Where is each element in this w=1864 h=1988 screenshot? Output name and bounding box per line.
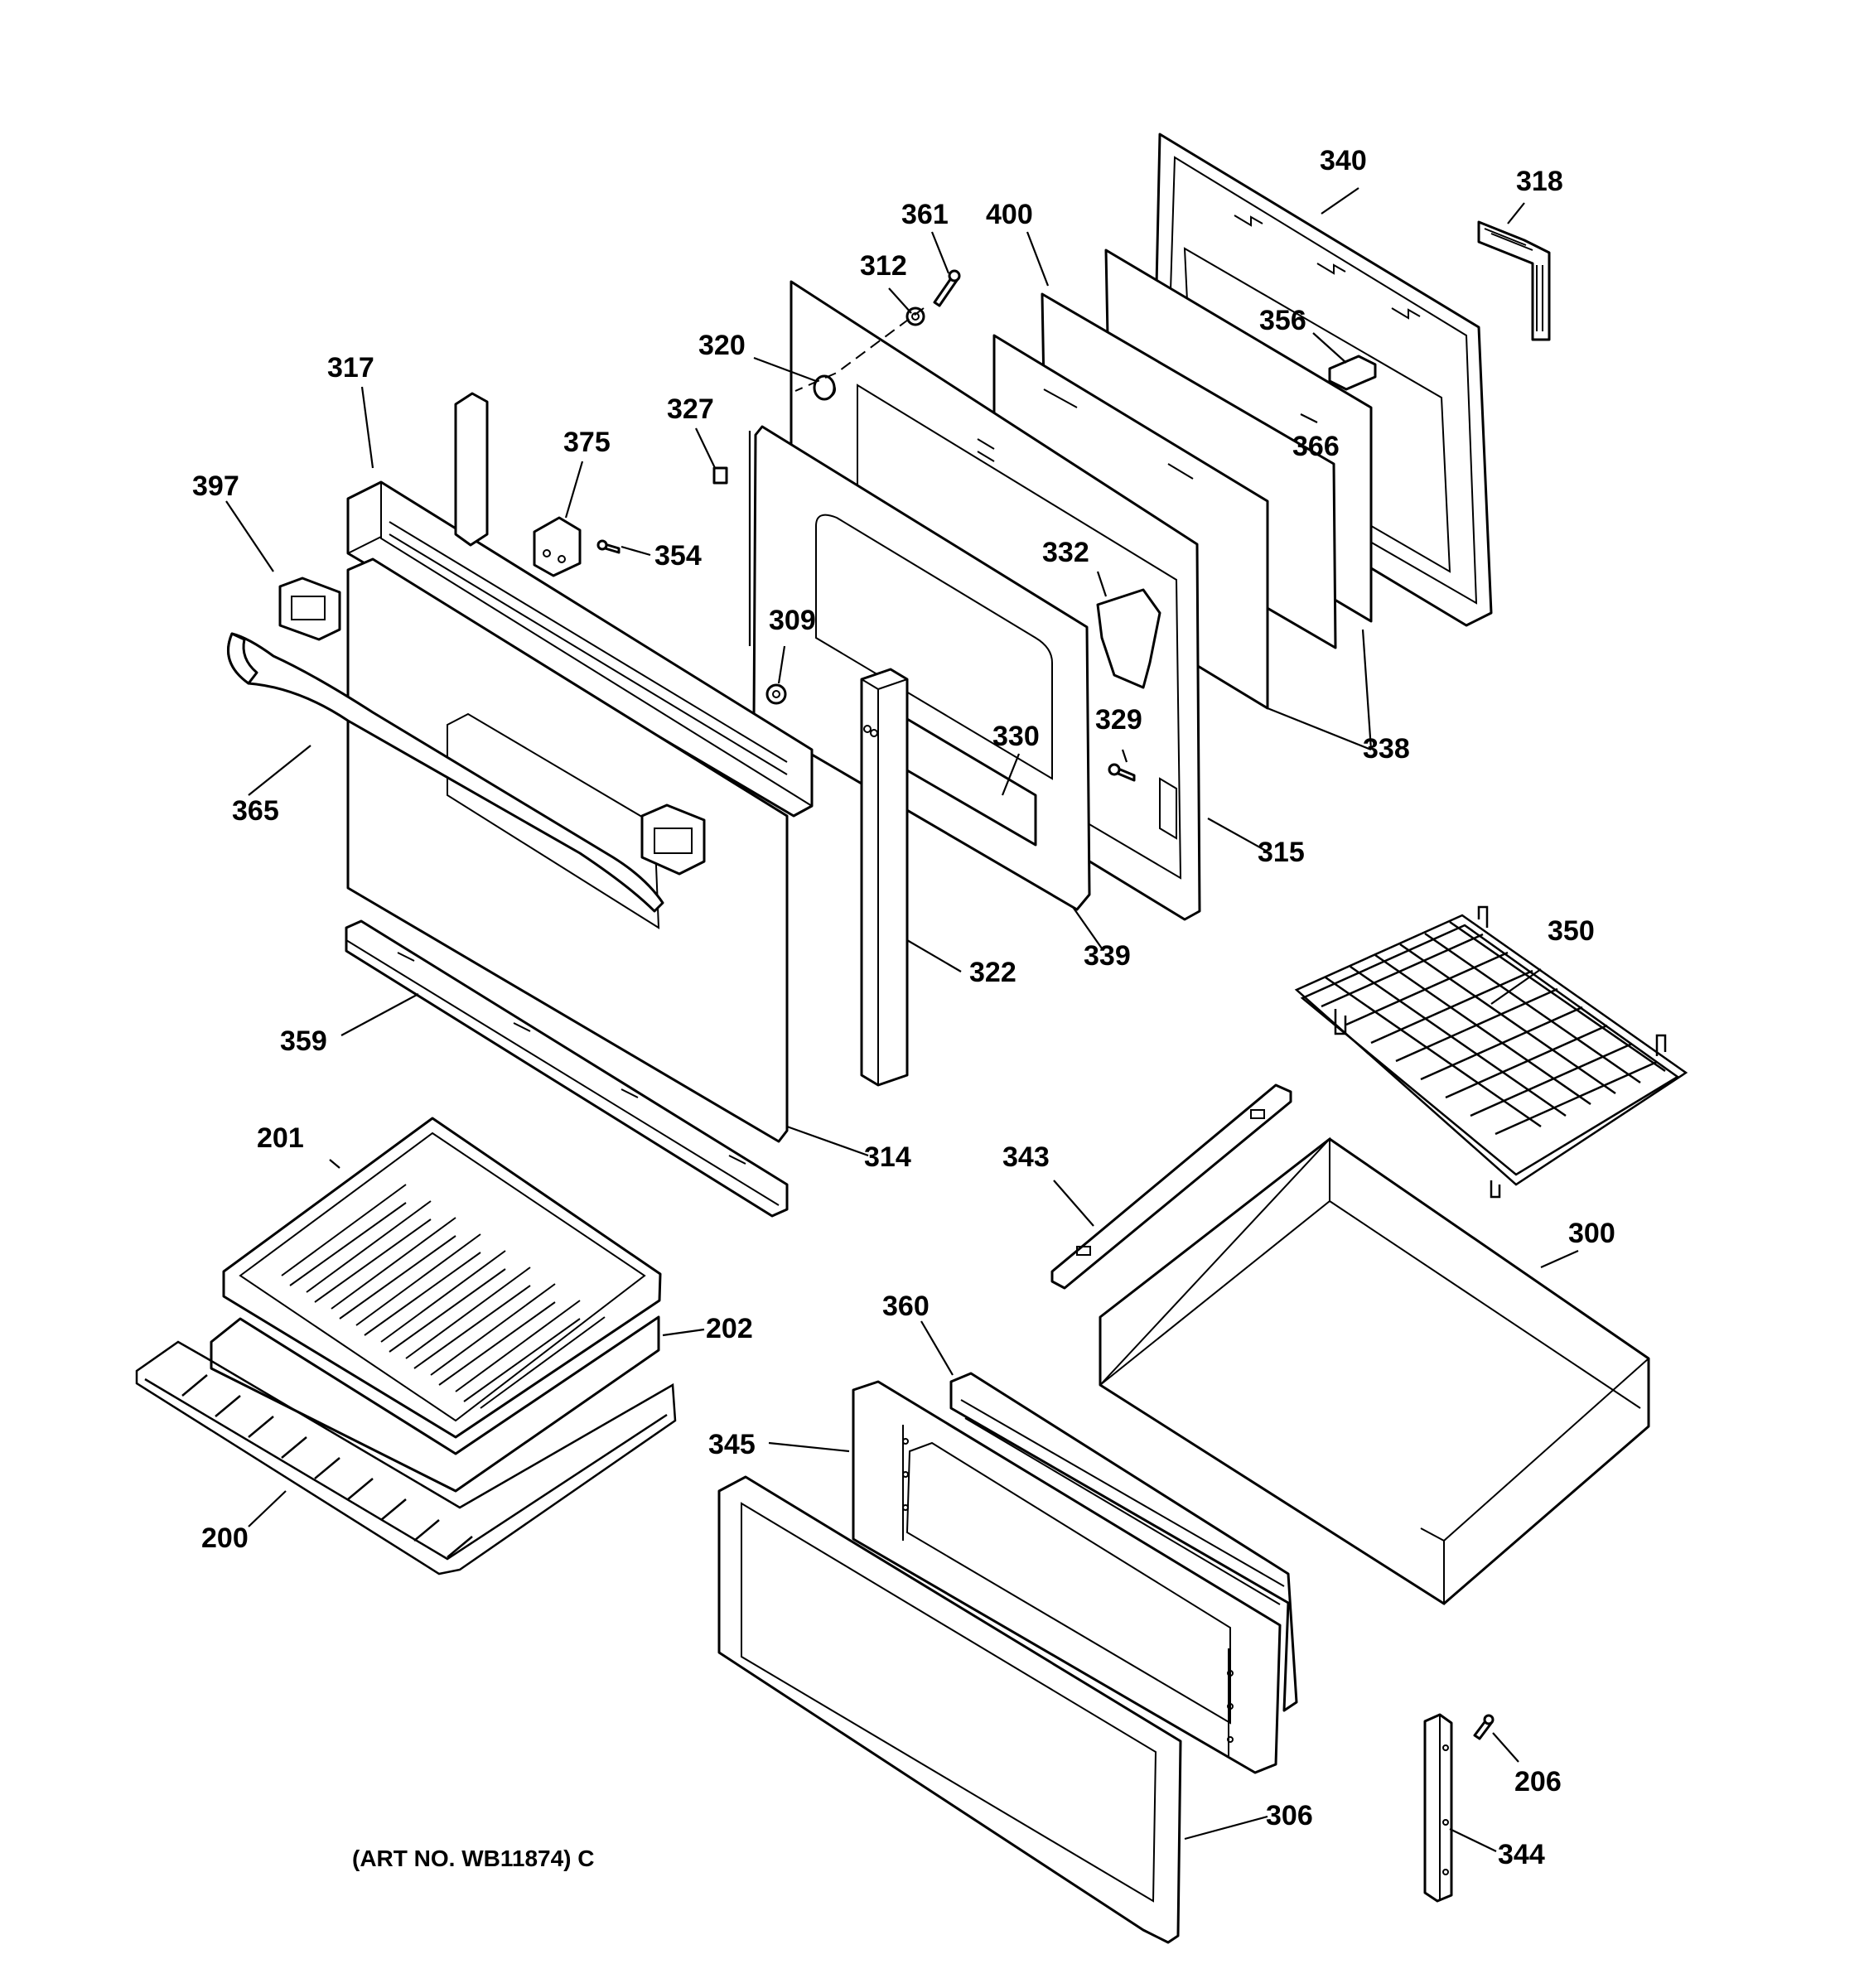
part-322-vent-duct — [860, 668, 909, 1087]
label-360: 360 — [882, 1291, 930, 1322]
part-200-oven-rack — [135, 1340, 677, 1575]
callout-labels: 340 318 361 400 312 356 320 317 327 375 … — [192, 145, 1615, 1870]
label-343: 343 — [1002, 1141, 1050, 1173]
label-320: 320 — [698, 330, 746, 361]
leader-lines — [225, 187, 1579, 1852]
label-300: 300 — [1568, 1218, 1615, 1249]
art-number: (ART NO. WB11874) C — [352, 1846, 595, 1871]
part-375-bracket — [533, 516, 582, 577]
label-345: 345 — [708, 1429, 756, 1460]
label-309: 309 — [769, 605, 816, 636]
label-354: 354 — [654, 540, 702, 572]
label-338: 338 — [1363, 733, 1410, 765]
label-200: 200 — [201, 1522, 249, 1554]
part-397-endcap — [278, 577, 341, 641]
part-361-screw — [933, 269, 961, 307]
label-350: 350 — [1548, 915, 1595, 947]
label-312: 312 — [860, 250, 907, 282]
part-332-insulation — [1096, 588, 1161, 689]
label-375: 375 — [563, 427, 611, 458]
part-360-drawer-liner — [949, 1372, 1298, 1712]
part-312-washer — [905, 306, 925, 326]
label-400: 400 — [986, 199, 1033, 230]
label-365: 365 — [232, 795, 279, 827]
part-397-endcap-right — [640, 803, 706, 876]
label-201: 201 — [257, 1122, 304, 1154]
label-329: 329 — [1095, 704, 1142, 736]
part-306-drawer-front — [717, 1475, 1182, 1944]
part-329-screw — [1108, 763, 1136, 782]
part-359-bottom-trim — [345, 919, 789, 1218]
part-327-clip — [712, 466, 728, 485]
label-344: 344 — [1498, 1839, 1545, 1870]
label-317: 317 — [327, 352, 374, 384]
part-317-vent-trim — [346, 480, 814, 818]
part-300-drawer-body — [1099, 1136, 1650, 1605]
part-318-gasket — [1477, 220, 1551, 341]
part-320-spacer — [813, 374, 836, 401]
label-397: 397 — [192, 470, 239, 502]
part-201-broiler-insert — [222, 1117, 662, 1439]
part-356-bracket — [1328, 355, 1377, 391]
label-366: 366 — [1292, 431, 1340, 462]
part-344-bracket — [1423, 1713, 1453, 1903]
label-322: 322 — [969, 957, 1017, 988]
part-350-oven-rack — [1294, 905, 1688, 1199]
label-315: 315 — [1258, 837, 1305, 868]
label-332: 332 — [1042, 537, 1089, 568]
part-343-rail — [1050, 1083, 1292, 1290]
label-202: 202 — [706, 1313, 753, 1344]
label-339: 339 — [1084, 940, 1131, 972]
part-309-grommet — [765, 683, 787, 705]
part-345-drawer-inner — [852, 1380, 1282, 1774]
label-361: 361 — [901, 199, 949, 230]
part-202-broiler-pan — [210, 1315, 660, 1493]
part-365-handle — [227, 632, 664, 913]
label-359: 359 — [280, 1025, 327, 1057]
label-327: 327 — [667, 393, 714, 425]
part-206-screw — [1473, 1714, 1495, 1740]
part-354-screw — [596, 539, 621, 554]
part-314-outer-door — [346, 557, 789, 1143]
label-314: 314 — [864, 1141, 911, 1173]
label-318: 318 — [1516, 166, 1563, 197]
label-356: 356 — [1259, 305, 1306, 336]
part-vent-rod — [454, 392, 489, 547]
label-306: 306 — [1266, 1800, 1313, 1831]
label-330: 330 — [992, 721, 1040, 752]
label-206: 206 — [1514, 1766, 1562, 1797]
label-340: 340 — [1320, 145, 1367, 176]
